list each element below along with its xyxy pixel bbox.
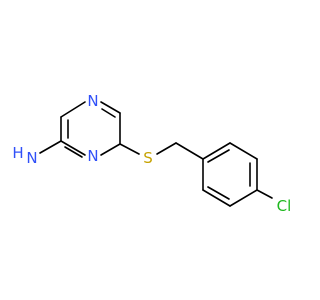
bond-ch2-phenyl [175, 142, 204, 160]
bond-c-cl [256, 189, 273, 199]
bond-c4-c5-double [64, 146, 83, 158]
bond-ar1-ar2-inner [207, 149, 230, 163]
atom-n1: N [87, 92, 98, 110]
bond-n1-c2 [100, 101, 121, 114]
molecule-structure: N N S Cl H N [12, 92, 292, 215]
atom-amine-h: H [12, 144, 23, 162]
bond-c2-s [119, 143, 140, 155]
atom-amine-n: N [26, 149, 37, 167]
bond-s-ch2 [156, 142, 177, 155]
bond-c2-n3 [100, 143, 121, 156]
bond-ar5-ar6 [202, 189, 231, 207]
bond-c4-nh2 [39, 140, 62, 154]
bond-n1-c2-inner [101, 108, 116, 118]
atom-cl: Cl [277, 197, 292, 215]
bond-ar2-ar3 [229, 142, 258, 160]
bond-c6-n1 [60, 101, 86, 118]
molecule-canvas: N N S Cl H N [12, 92, 292, 215]
bond-n3-c4 [60, 140, 86, 156]
atom-n3: N [87, 147, 98, 165]
bond-ar5-ar6-inner [207, 186, 230, 200]
bond-ar4-ar5 [229, 189, 258, 207]
atom-s: S [143, 149, 153, 167]
bond-ar1-ar2 [202, 142, 231, 160]
